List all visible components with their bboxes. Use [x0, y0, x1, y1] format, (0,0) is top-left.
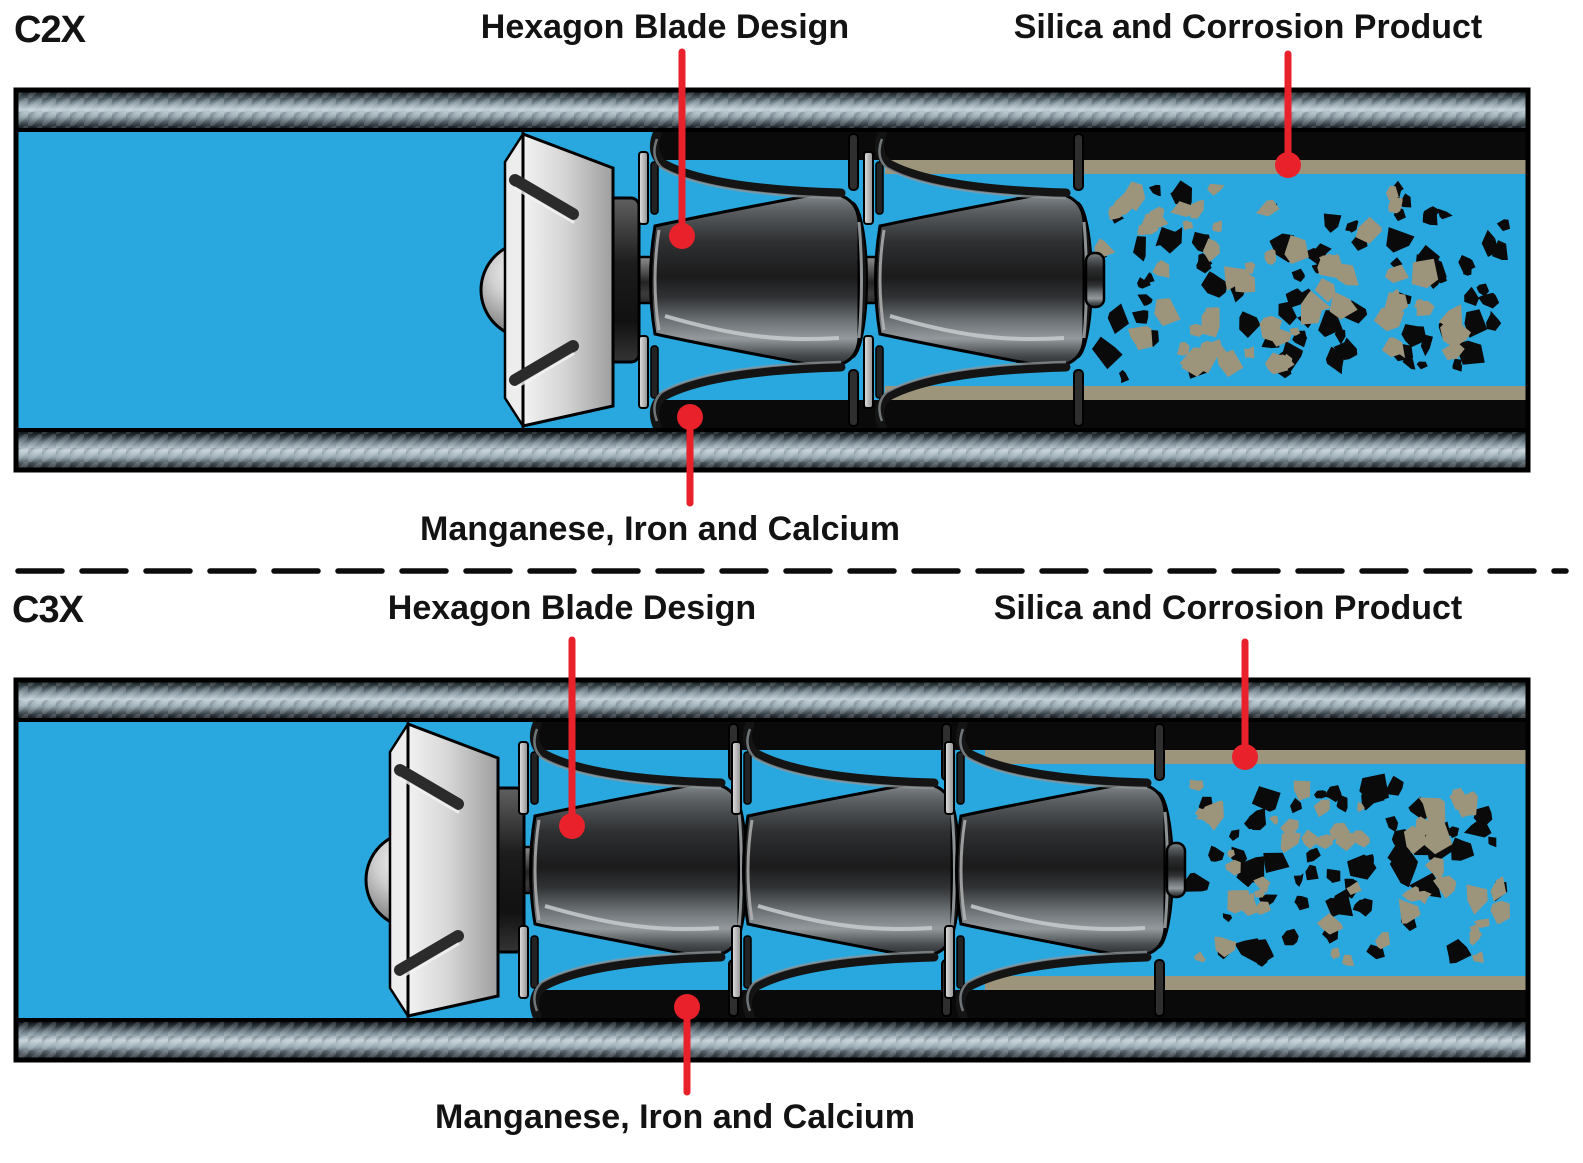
tool-rear-cap [1084, 251, 1106, 309]
leader-dot-silica-c3x [1232, 744, 1258, 770]
manganese-iron-calcium-layer-top [658, 130, 1528, 160]
manganese-iron-calcium-layer-bottom [538, 990, 1528, 1020]
manganese-iron-calcium-layer-bottom [658, 400, 1528, 430]
cleaning-tool [479, 129, 1106, 431]
silica-corrosion-layer-bottom [885, 386, 1528, 400]
manganese-iron-calcium-layer-top [538, 720, 1528, 750]
tool-bell-stage [638, 129, 868, 431]
tool-bell-stage [863, 129, 1093, 431]
label-manganese-c3x: Manganese, Iron and Calcium [435, 1098, 915, 1136]
leader-dot-hexagon-c3x [559, 813, 585, 839]
tool-hexagon-blade-plate [388, 719, 500, 1021]
annotations-c2x: C2X Hexagon Blade Design Silica and Corr… [14, 8, 1482, 548]
label-manganese-c2x: Manganese, Iron and Calcium [420, 510, 900, 548]
suspended-debris [1183, 773, 1511, 967]
annotations-c3x: C3X Hexagon Blade Design Silica and Corr… [12, 589, 1462, 1136]
section-id-c3x: C3X [12, 589, 85, 631]
leader-dot-silica-c2x [1275, 152, 1301, 178]
silica-corrosion-layer-top [885, 160, 1528, 174]
cleaning-tool [364, 719, 1187, 1021]
silica-corrosion-layer-bottom [985, 976, 1528, 990]
label-silica-corrosion-c2x: Silica and Corrosion Product [1014, 8, 1483, 46]
leader-dot-manganese-c3x [674, 994, 700, 1020]
label-hexagon-blade-c2x: Hexagon Blade Design [481, 8, 849, 46]
leader-dot-manganese-c2x [677, 404, 703, 430]
leader-dot-hexagon-c2x [669, 223, 695, 249]
suspended-debris [1092, 180, 1511, 384]
label-hexagon-blade-c3x: Hexagon Blade Design [388, 589, 756, 627]
section-id-c2x: C2X [14, 9, 87, 51]
label-silica-corrosion-c3x: Silica and Corrosion Product [994, 589, 1463, 627]
tool-rear-cap [1165, 841, 1187, 899]
pipe-wall [13, 677, 1531, 1063]
deposit-layers [658, 130, 1528, 430]
pipe-wall [13, 87, 1531, 473]
tool-hexagon-blade-plate [503, 129, 615, 431]
tool-bell-stage [731, 719, 961, 1021]
tool-bell-stage [944, 719, 1174, 1021]
section-c3x-pipe-drawing [13, 677, 1531, 1063]
section-c2x-pipe-drawing [13, 87, 1531, 473]
